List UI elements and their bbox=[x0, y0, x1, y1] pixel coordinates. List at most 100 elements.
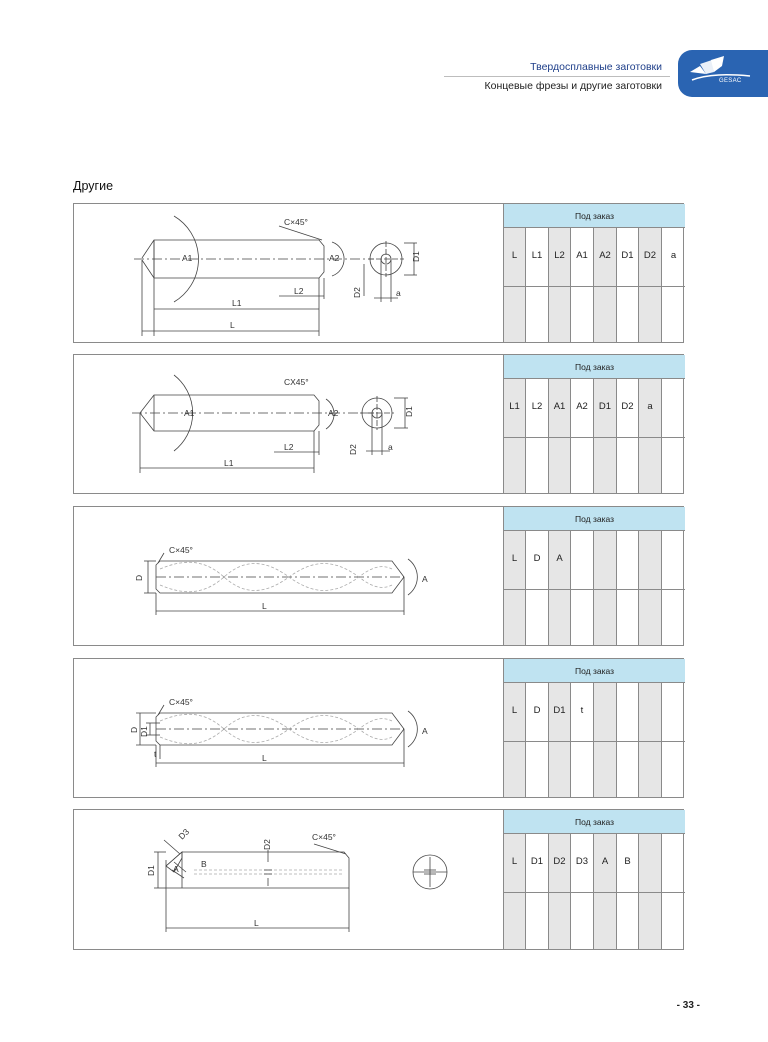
technical-drawing-3: C×45° D A L bbox=[74, 507, 504, 645]
table-column: A1 bbox=[571, 228, 594, 342]
table-column bbox=[594, 531, 617, 645]
label-a1: A1 bbox=[184, 408, 195, 418]
table-column bbox=[639, 834, 662, 949]
label-chamfer: C×45° bbox=[169, 545, 193, 555]
technical-drawing-2: CX45° A1 A2 L2 L1 D1 D2 a bbox=[74, 355, 504, 493]
label-chamfer: CX45° bbox=[284, 377, 309, 387]
label-l: L bbox=[254, 918, 259, 928]
table-column: D2 bbox=[639, 228, 662, 342]
product-block-5: C×45° D3 D2 D1 A B L Под заказ L D1 D2 D… bbox=[73, 809, 685, 950]
label-d2: D2 bbox=[352, 287, 362, 298]
table-column bbox=[617, 531, 639, 645]
table-column: L1 bbox=[504, 379, 526, 493]
product-block-2: CX45° A1 A2 L2 L1 D1 D2 a Под заказ L1 L… bbox=[73, 354, 685, 494]
table-header: Под заказ bbox=[504, 204, 685, 228]
label-d1: D1 bbox=[139, 726, 149, 737]
label-d2: D2 bbox=[262, 839, 272, 850]
table-column: D bbox=[526, 683, 549, 797]
table-column: D1 bbox=[549, 683, 571, 797]
product-block-1: C×45° A1 A2 L2 L1 L D1 D2 a Под заказ L … bbox=[73, 203, 685, 343]
table-header: Под заказ bbox=[504, 507, 685, 531]
label-a2: A2 bbox=[329, 253, 340, 263]
product-block-4: C×45° D D1 t A L Под заказ L D D1 t bbox=[73, 658, 685, 798]
table-column: L bbox=[504, 531, 526, 645]
order-table-5: Под заказ L D1 D2 D3 A B bbox=[504, 810, 685, 949]
label-t: t bbox=[154, 749, 157, 759]
table-column bbox=[662, 834, 685, 949]
label-a: a bbox=[388, 442, 393, 452]
table-column: a bbox=[639, 379, 662, 493]
table-column bbox=[639, 531, 662, 645]
table-column: A bbox=[549, 531, 571, 645]
section-title: Другие bbox=[73, 179, 114, 193]
table-column: D1 bbox=[617, 228, 639, 342]
label-l1: L1 bbox=[232, 298, 242, 308]
label-d2: D2 bbox=[348, 444, 358, 455]
header-divider bbox=[444, 76, 670, 77]
label-l2: L2 bbox=[294, 286, 304, 296]
technical-drawing-4: C×45° D D1 t A L bbox=[74, 659, 504, 797]
label-d: D bbox=[134, 575, 144, 581]
table-column bbox=[662, 683, 685, 797]
label-chamfer: C×45° bbox=[312, 832, 336, 842]
label-d1: D1 bbox=[404, 406, 414, 417]
table-column bbox=[662, 379, 685, 493]
table-column: L bbox=[504, 683, 526, 797]
label-l: L bbox=[262, 753, 267, 763]
label-a: A bbox=[422, 574, 428, 584]
table-column: D2 bbox=[617, 379, 639, 493]
header-subtitle: Концевые фрезы и другие заготовки bbox=[484, 80, 662, 92]
technical-drawing-5: C×45° D3 D2 D1 A B L bbox=[74, 810, 504, 949]
table-column bbox=[639, 683, 662, 797]
label-l: L bbox=[230, 320, 235, 330]
table-column bbox=[617, 683, 639, 797]
table-column: t bbox=[571, 683, 594, 797]
label-a2: A2 bbox=[328, 408, 339, 418]
label-d3: D3 bbox=[176, 826, 191, 841]
table-column bbox=[662, 531, 685, 645]
label-d1: D1 bbox=[411, 251, 421, 262]
table-column: A bbox=[594, 834, 617, 949]
label-chamfer: C×45° bbox=[169, 697, 193, 707]
logo-text: GESAC bbox=[719, 78, 742, 84]
page-number: - 33 - bbox=[676, 1000, 700, 1011]
table-column: L2 bbox=[549, 228, 571, 342]
table-column: D3 bbox=[571, 834, 594, 949]
label-a: a bbox=[396, 288, 401, 298]
table-column: L bbox=[504, 228, 526, 342]
header-title: Твердосплавные заготовки bbox=[530, 61, 662, 73]
label-a: A bbox=[173, 864, 179, 874]
order-table-1: Под заказ L L1 L2 A1 A2 D1 D2 a bbox=[504, 204, 685, 342]
table-column: D bbox=[526, 531, 549, 645]
label-l2: L2 bbox=[284, 442, 294, 452]
label-chamfer: C×45° bbox=[284, 217, 308, 227]
table-column: L1 bbox=[526, 228, 549, 342]
technical-drawing-1: C×45° A1 A2 L2 L1 L D1 D2 a bbox=[74, 204, 504, 342]
table-header: Под заказ bbox=[504, 659, 685, 683]
table-column: D1 bbox=[594, 379, 617, 493]
order-table-2: Под заказ L1 L2 A1 A2 D1 D2 a bbox=[504, 355, 685, 493]
table-column: A2 bbox=[594, 228, 617, 342]
label-l1: L1 bbox=[224, 458, 234, 468]
product-block-3: C×45° D A L Под заказ L D A bbox=[73, 506, 685, 646]
label-a: A bbox=[422, 726, 428, 736]
order-table-4: Под заказ L D D1 t bbox=[504, 659, 685, 797]
table-header: Под заказ bbox=[504, 810, 685, 834]
table-column: D1 bbox=[526, 834, 549, 949]
table-column: B bbox=[617, 834, 639, 949]
table-column: A1 bbox=[549, 379, 571, 493]
table-column bbox=[594, 683, 617, 797]
table-header: Под заказ bbox=[504, 355, 685, 379]
logo-mark-icon bbox=[690, 56, 751, 81]
label-a1: A1 bbox=[182, 253, 193, 263]
table-column: L bbox=[504, 834, 526, 949]
label-d1: D1 bbox=[146, 865, 156, 876]
table-column bbox=[571, 531, 594, 645]
table-column: a bbox=[662, 228, 685, 342]
table-column: A2 bbox=[571, 379, 594, 493]
order-table-3: Под заказ L D A bbox=[504, 507, 685, 645]
table-column: L2 bbox=[526, 379, 549, 493]
label-b: B bbox=[201, 859, 207, 869]
gesac-logo: GESAC bbox=[678, 50, 768, 97]
label-d: D bbox=[129, 727, 139, 733]
